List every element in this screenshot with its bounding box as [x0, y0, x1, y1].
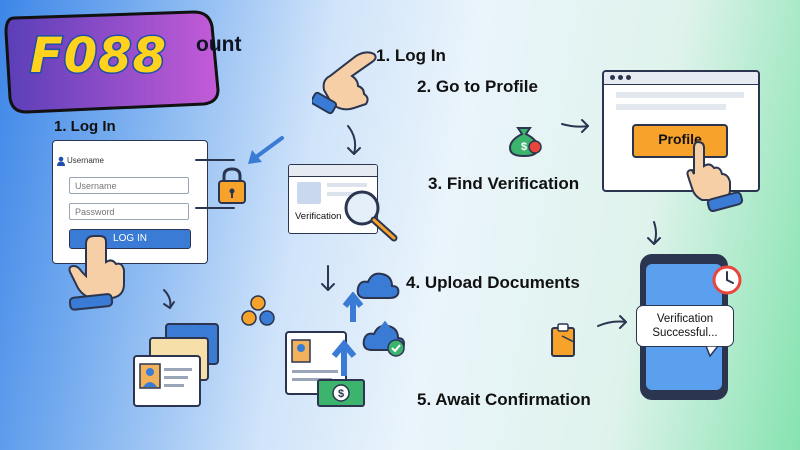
success-line-1: Verification: [656, 313, 714, 325]
text-line: [327, 183, 367, 187]
arrow-up-icon: [342, 292, 364, 322]
username-field[interactable]: Username: [69, 177, 189, 194]
arrow-to-login-icon: [248, 136, 284, 164]
text-line: [616, 104, 726, 110]
user-icon: [57, 156, 65, 166]
text-line: [616, 92, 744, 98]
svg-text:$: $: [338, 388, 344, 400]
flowchart-icon: [241, 295, 275, 326]
logo-text: F088: [29, 27, 168, 86]
step-profile: 2. Go to Profile: [417, 77, 538, 96]
arrow-down-upload-icon: [321, 265, 335, 291]
padlock-icon: [218, 167, 246, 204]
profile-button[interactable]: Profile: [632, 124, 728, 158]
arrow-down-right-icon: [647, 221, 661, 245]
hand-pointer-icon: [68, 235, 125, 311]
logo-badge: [4, 10, 220, 114]
arrow-down-icon: [347, 125, 361, 155]
connector-lines: [195, 159, 235, 209]
text-line: [327, 192, 361, 196]
profile-browser: Profile: [602, 70, 760, 192]
hand-pointer-top-icon: [312, 51, 377, 115]
bubble-tail: [706, 346, 719, 358]
login-form-card: Username Username Password LOG IN: [52, 140, 208, 264]
document-upload-icon: $: [285, 331, 365, 407]
header-fragment: ount: [196, 33, 242, 56]
id-card-stack-icon: [133, 323, 219, 407]
arrow-right-phone-icon: [597, 315, 627, 329]
clipboard-icon: [551, 323, 575, 357]
money-bag-icon: $: [508, 127, 542, 158]
step-login-left: 1. Log In: [54, 118, 116, 135]
login-heading: Username: [67, 156, 104, 165]
svg-text:$: $: [521, 141, 527, 153]
success-line-2: Successful...: [652, 327, 718, 339]
step-upload: 4. Upload Documents: [406, 273, 580, 292]
arrow-down-small-icon: [163, 289, 175, 309]
step-login-top: 1. Log In: [376, 46, 446, 65]
image-placeholder: [297, 182, 321, 204]
arrow-up-small-icon: [377, 320, 393, 342]
arrow-right-icon: [561, 119, 589, 133]
magnifier-icon: [344, 190, 398, 242]
step-verification: 3. Find Verification: [428, 174, 580, 193]
cloud-upload-icon: [356, 272, 400, 299]
password-field[interactable]: Password: [69, 203, 189, 220]
alarm-clock-icon: [712, 265, 742, 295]
browser-titlebar: [604, 72, 758, 85]
step-confirm: 5. Await Confirmation: [417, 390, 591, 409]
success-bubble: Verification Successful...: [636, 305, 734, 347]
hand-pointer-profile-icon: [686, 140, 744, 212]
window-dot: [610, 75, 615, 80]
verification-label: Verification: [295, 211, 342, 222]
window-dot: [618, 75, 623, 80]
window-dot: [626, 75, 631, 80]
browser-titlebar: [289, 165, 377, 177]
